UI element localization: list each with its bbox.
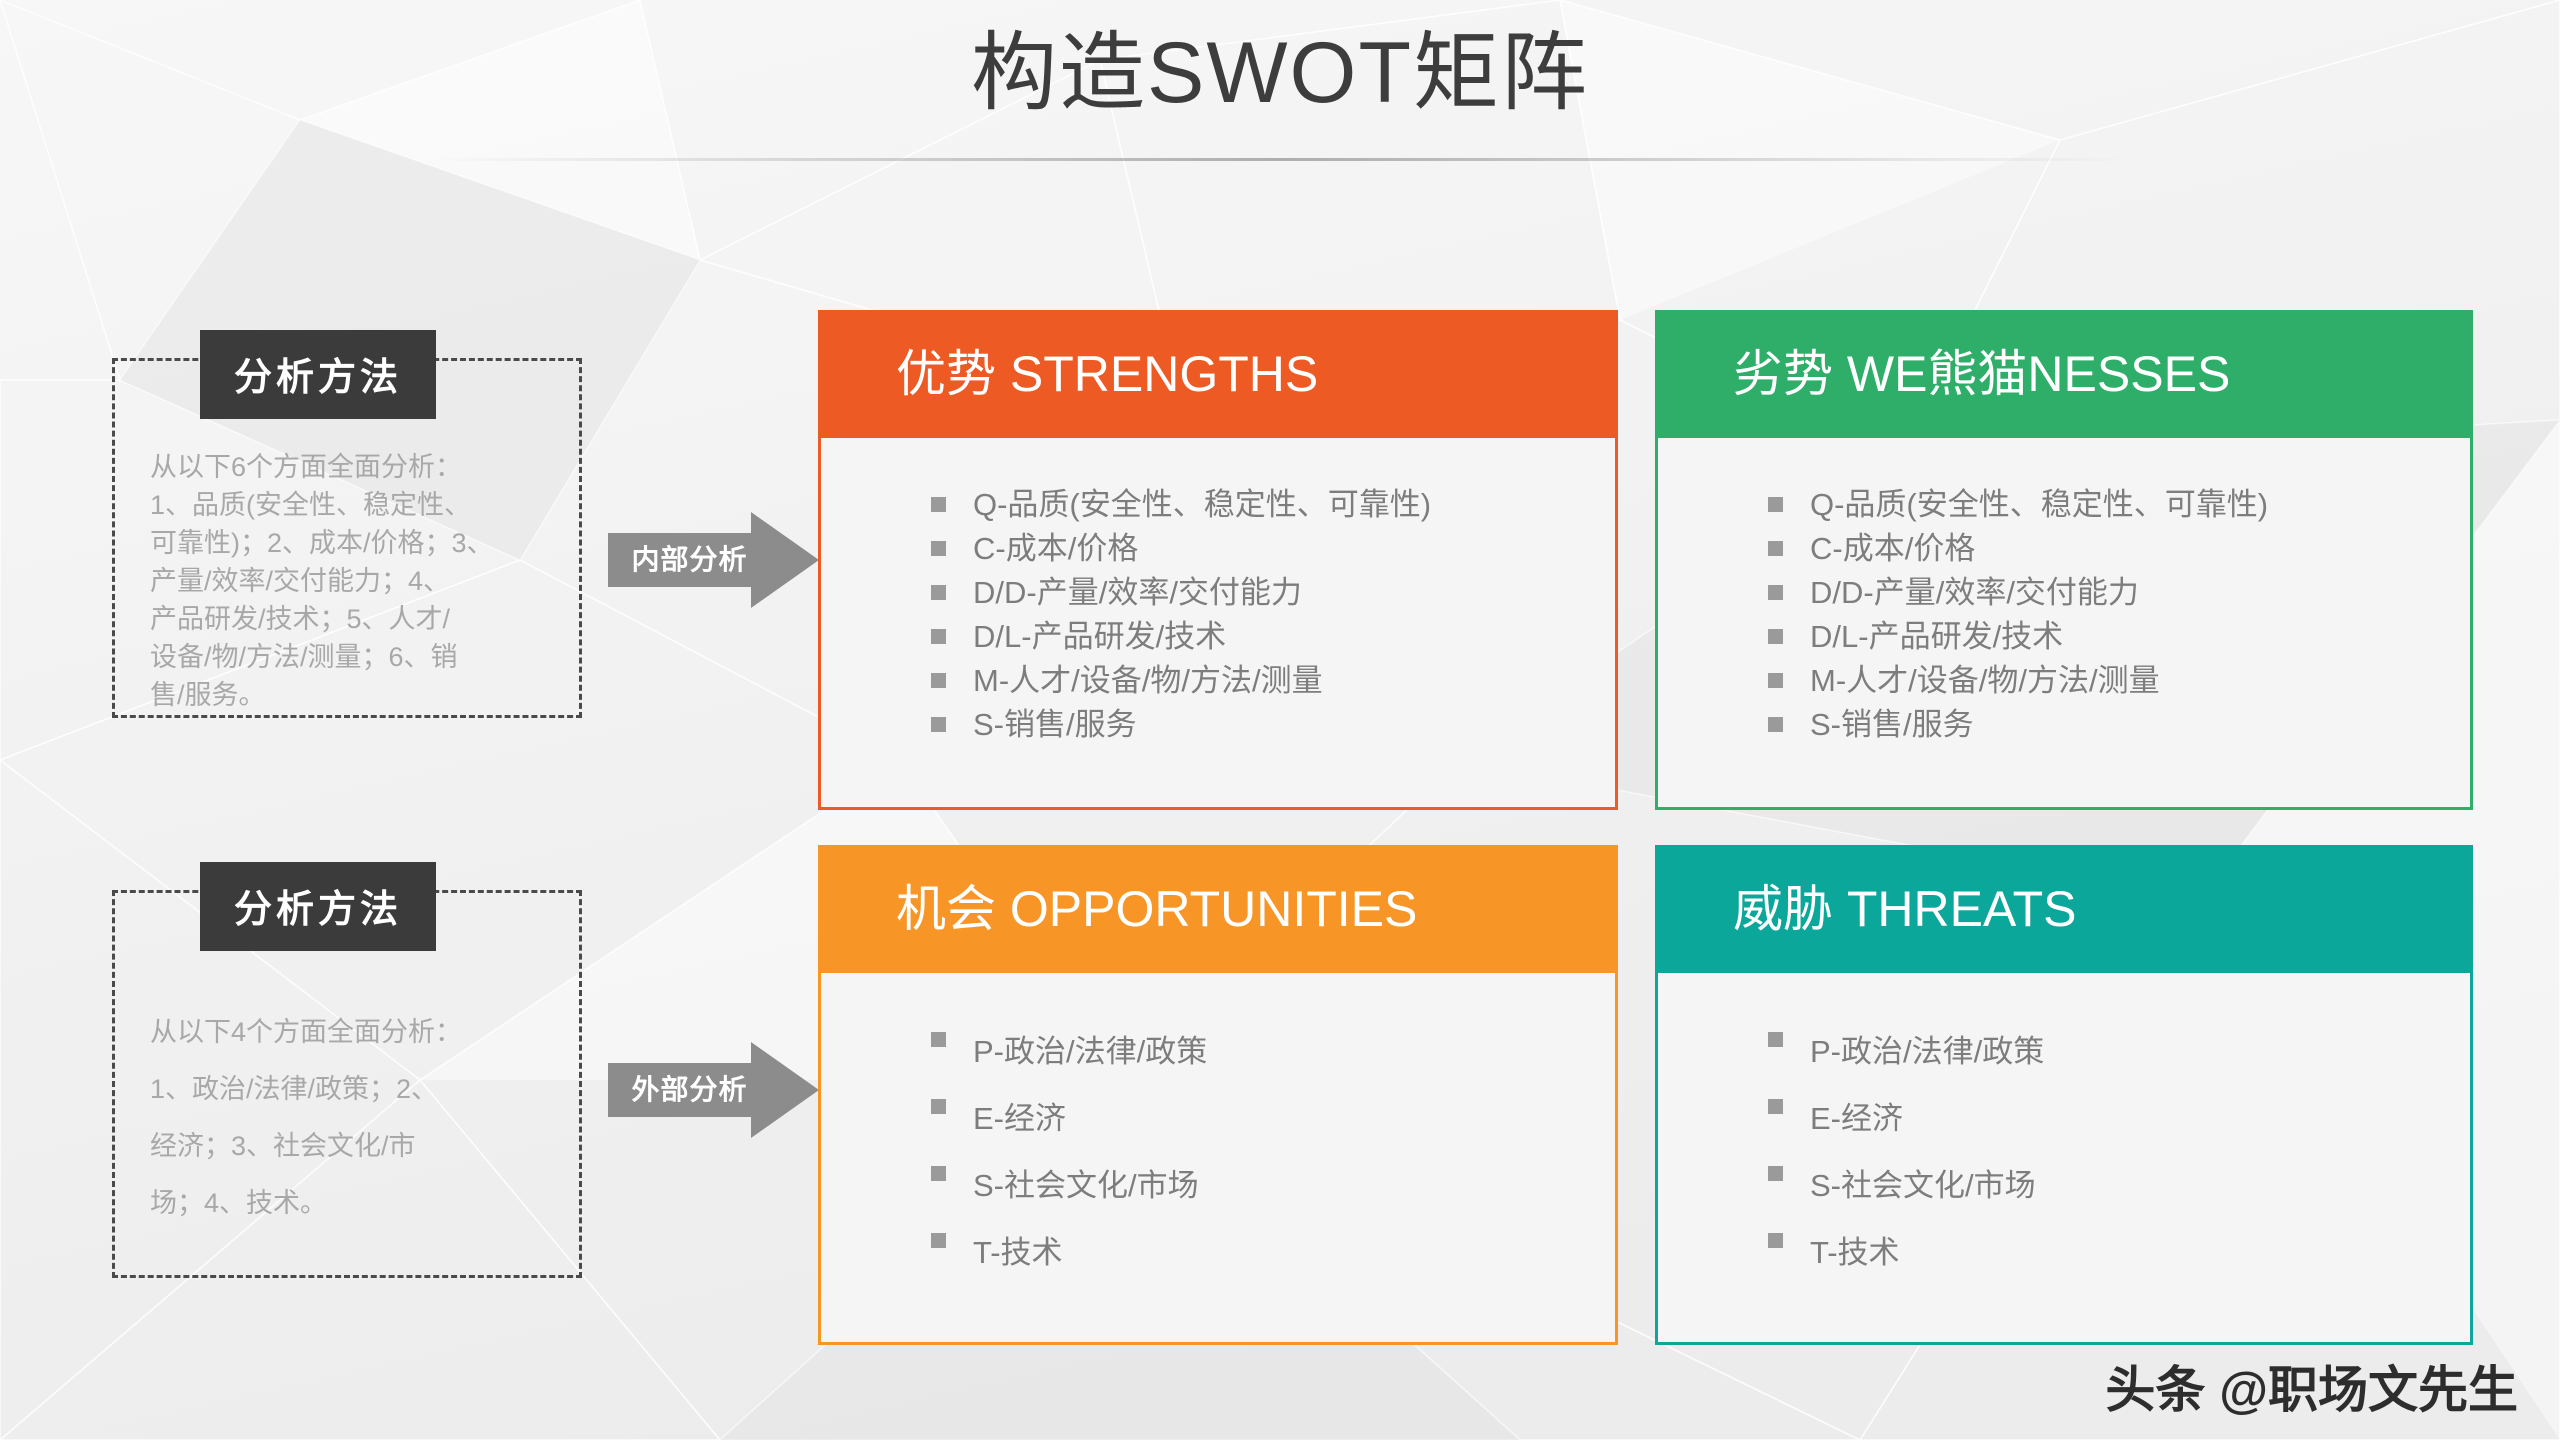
arrow-shaft [608,533,753,587]
arrow-head-icon [751,1042,819,1138]
list-item-label: S-社会文化/市场 [973,1168,1199,1203]
quadrant-weaknesses-list: Q-品质(安全性、稳定性、可靠性) C-成本/价格 D/D-产量/效率/交付能力 D/… [1658,441,2470,807]
analysis-method-tag-top: 分析方法 [200,330,437,419]
title-divider [430,158,2130,161]
square-bullet-icon [931,717,946,732]
list-item-label: T-技术 [973,1235,1063,1270]
analysis-method-external: 分析方法 从以下4个方面全面分析： 1、政治/法律/政策；2、 经济；3、社会文… [112,862,582,1278]
list-item: D/D-产量/效率/交付能力 [931,571,1615,615]
list-item: P-政治/法律/政策 [1768,1018,2470,1085]
list-item: C-成本/价格 [1768,527,2470,571]
square-bullet-icon [931,1032,946,1047]
quadrant-opportunities-list: P-政治/法律/政策 E-经济 S-社会文化/市场 T-技术 [821,976,1615,1342]
list-item-label: C-成本/价格 [973,531,1139,566]
square-bullet-icon [1768,497,1783,512]
list-item-label: P-政治/法律/政策 [1810,1034,2045,1069]
list-item-label: Q-品质(安全性、稳定性、可靠性) [973,487,1432,522]
square-bullet-icon [931,1166,946,1181]
arrow-shaft [608,1063,753,1117]
list-item: T-技术 [1768,1219,2470,1286]
list-item: P-政治/法律/政策 [931,1018,1615,1085]
list-item-label: E-经济 [973,1101,1066,1136]
quadrant-strengths-list: Q-品质(安全性、稳定性、可靠性) C-成本/价格 D/D-产量/效率/交付能力 D/… [821,441,1615,807]
square-bullet-icon [931,629,946,644]
internal-analysis-label: 内部分析 [631,544,748,575]
list-item: T-技术 [931,1219,1615,1286]
list-item-label: D/L-产品研发/技术 [973,619,1227,654]
list-item-label: D/D-产量/效率/交付能力 [973,575,1302,610]
square-bullet-icon [1768,629,1783,644]
quadrant-strengths-header: 优势 STRENGTHS [818,310,1618,438]
analysis-method-tag-bottom: 分析方法 [200,862,437,951]
analysis-method-text-top: 从以下6个方面全面分析： 1、品质(安全性、稳定性、 可靠性)；2、成本/价格；… [150,452,494,710]
square-bullet-icon [1768,717,1783,732]
list-item: S-销售/服务 [931,703,1615,747]
list-item-label: S-销售/服务 [973,707,1137,742]
square-bullet-icon [931,541,946,556]
quadrant-weaknesses: 劣势 WE熊猫NESSES Q-品质(安全性、稳定性、可靠性) C-成本/价格 D/… [1655,310,2473,810]
quadrant-opportunities: 机会 OPPORTUNITIES P-政治/法律/政策 E-经济 S-社会文化/市场… [818,845,1618,1345]
square-bullet-icon [1768,1032,1783,1047]
square-bullet-icon [1768,541,1783,556]
list-item-label: P-政治/法律/政策 [973,1034,1208,1069]
square-bullet-icon [931,497,946,512]
list-item-label: M-人才/设备/物/方法/测量 [1810,663,2160,698]
list-item: S-销售/服务 [1768,703,2470,747]
watermark: 头条 @职场文先生 [2105,1362,2518,1418]
list-item-label: T-技术 [1810,1235,1900,1270]
list-item: M-人才/设备/物/方法/测量 [931,659,1615,703]
list-item-label: Q-品质(安全性、稳定性、可靠性) [1810,487,2269,522]
square-bullet-icon [1768,673,1783,688]
list-item-label: S-销售/服务 [1810,707,1974,742]
square-bullet-icon [1768,585,1783,600]
list-item-label: C-成本/价格 [1810,531,1976,566]
list-item-label: M-人才/设备/物/方法/测量 [973,663,1323,698]
square-bullet-icon [931,1099,946,1114]
list-item: E-经济 [1768,1085,2470,1152]
quadrant-threats-list: P-政治/法律/政策 E-经济 S-社会文化/市场 T-技术 [1658,976,2470,1342]
list-item: C-成本/价格 [931,527,1615,571]
list-item: M-人才/设备/物/方法/测量 [1768,659,2470,703]
quadrant-opportunities-header: 机会 OPPORTUNITIES [818,845,1618,973]
list-item: Q-品质(安全性、稳定性、可靠性) [1768,483,2470,527]
list-item-label: D/D-产量/效率/交付能力 [1810,575,2139,610]
quadrant-threats-header: 威胁 THREATS [1655,845,2473,973]
list-item: S-社会文化/市场 [931,1152,1615,1219]
list-item: D/L-产品研发/技术 [1768,615,2470,659]
quadrant-threats: 威胁 THREATS P-政治/法律/政策 E-经济 S-社会文化/市场 T-技术 [1655,845,2473,1345]
square-bullet-icon [1768,1166,1783,1181]
quadrant-strengths: 优势 STRENGTHS Q-品质(安全性、稳定性、可靠性) C-成本/价格 D/D… [818,310,1618,810]
square-bullet-icon [931,1233,946,1248]
analysis-method-text-bottom: 从以下4个方面全面分析： 1、政治/法律/政策；2、 经济；3、社会文化/市 场… [150,1017,463,1218]
square-bullet-icon [1768,1233,1783,1248]
arrow-head-icon [751,512,819,608]
list-item-label: E-经济 [1810,1101,1903,1136]
page-title: 构造SWOT矩阵 [971,25,1589,121]
list-item: Q-品质(安全性、稳定性、可靠性) [931,483,1615,527]
external-analysis-label: 外部分析 [631,1074,748,1105]
analysis-method-internal: 分析方法 从以下6个方面全面分析： 1、品质(安全性、稳定性、 可靠性)；2、成… [112,330,582,718]
square-bullet-icon [931,585,946,600]
list-item-label: D/L-产品研发/技术 [1810,619,2064,654]
list-item-label: S-社会文化/市场 [1810,1168,2036,1203]
square-bullet-icon [931,673,946,688]
list-item: D/L-产品研发/技术 [931,615,1615,659]
list-item: E-经济 [931,1085,1615,1152]
list-item: D/D-产量/效率/交付能力 [1768,571,2470,615]
square-bullet-icon [1768,1099,1783,1114]
external-analysis-arrow: 外部分析 [608,1042,819,1138]
list-item: S-社会文化/市场 [1768,1152,2470,1219]
quadrant-weaknesses-header: 劣势 WE熊猫NESSES [1655,310,2473,438]
internal-analysis-arrow: 内部分析 [608,512,819,608]
